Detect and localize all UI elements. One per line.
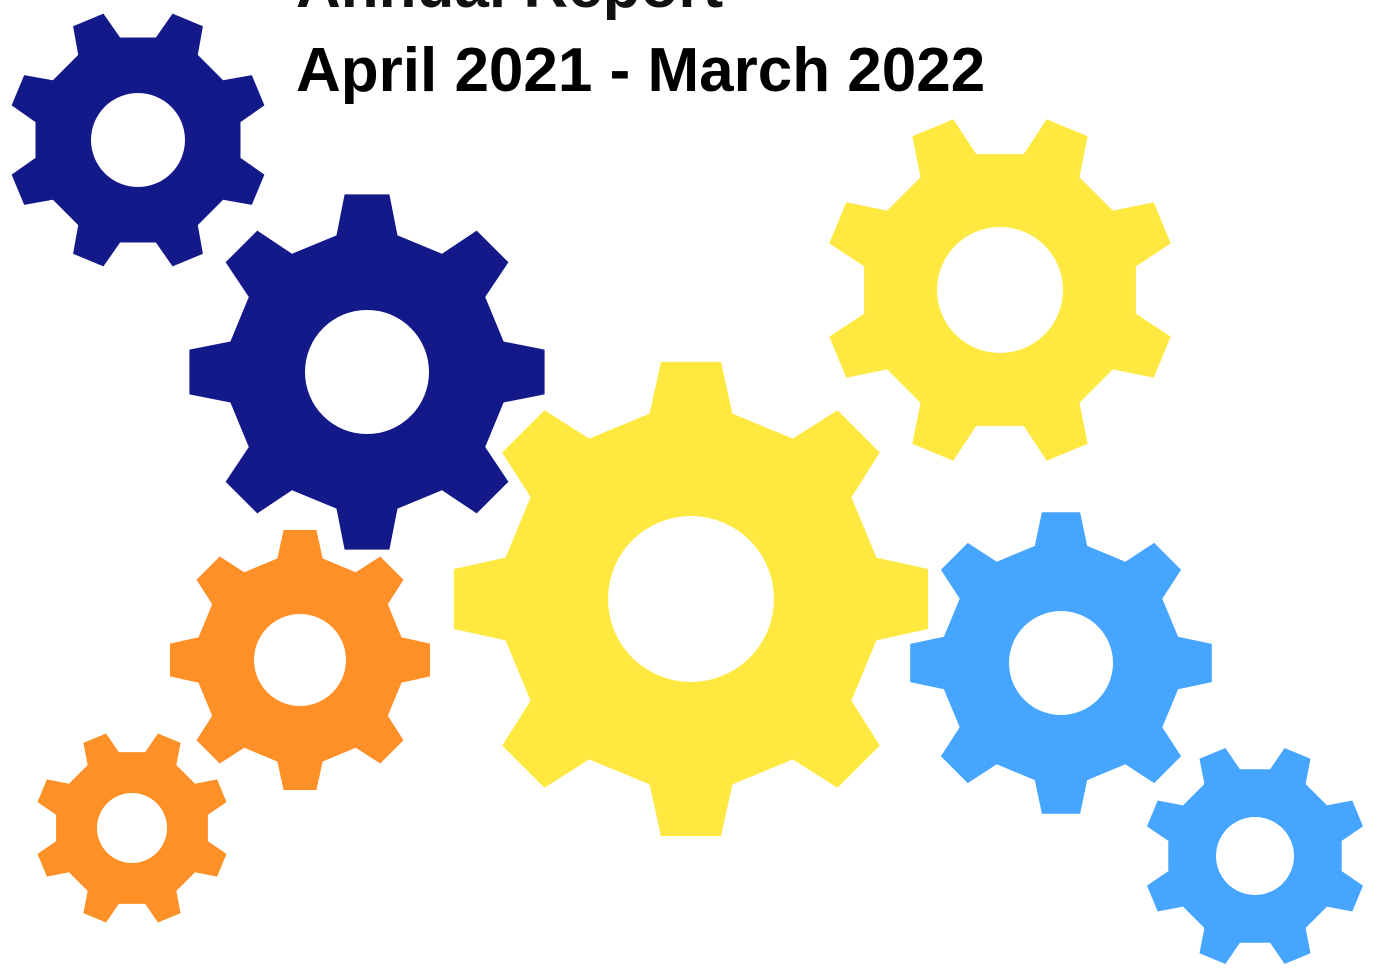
gear-navy-large-icon [189,194,545,550]
gear-blue-small-icon [1147,748,1363,964]
report-period: April 2021 - March 2022 [296,36,986,105]
report-title: Annual Report [296,0,723,18]
gear-orange-medium-icon [170,530,430,790]
gear-yellow-center-icon [453,361,929,837]
gear-navy-small-icon [11,13,265,267]
gear-yellow-upper-icon [829,119,1171,461]
gear-orange-small-icon [37,733,227,923]
gear-blue-medium-icon [910,512,1212,814]
